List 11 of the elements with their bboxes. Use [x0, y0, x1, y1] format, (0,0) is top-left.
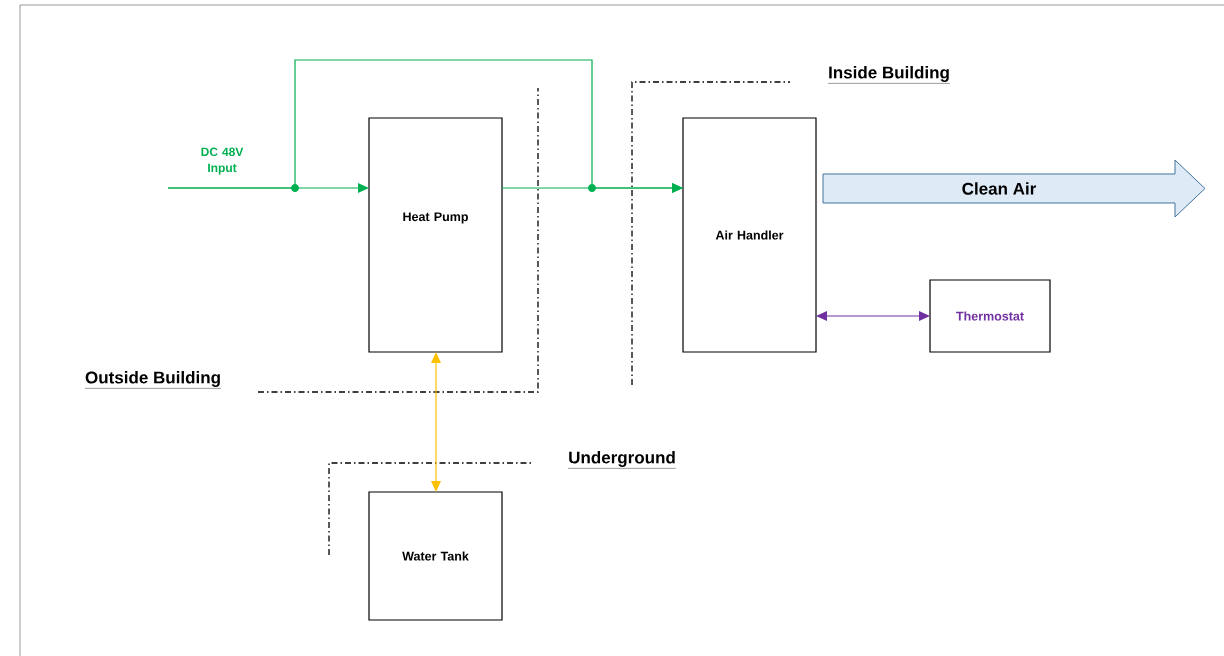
component-box: Water Tank — [368, 491, 503, 621]
component-box: Heat Pump — [368, 117, 503, 353]
connector-arrow — [816, 311, 930, 321]
region-label: Inside Building — [827, 66, 951, 84]
edge-label: DC 48V Input — [201, 147, 244, 175]
connector-arrow — [431, 352, 441, 492]
region-label: Outside Building — [84, 371, 222, 389]
connector-arrow — [501, 183, 683, 193]
component-box: Thermostat — [929, 279, 1051, 353]
component-box: Air Handler — [682, 117, 817, 353]
region-label: Underground — [567, 451, 677, 469]
